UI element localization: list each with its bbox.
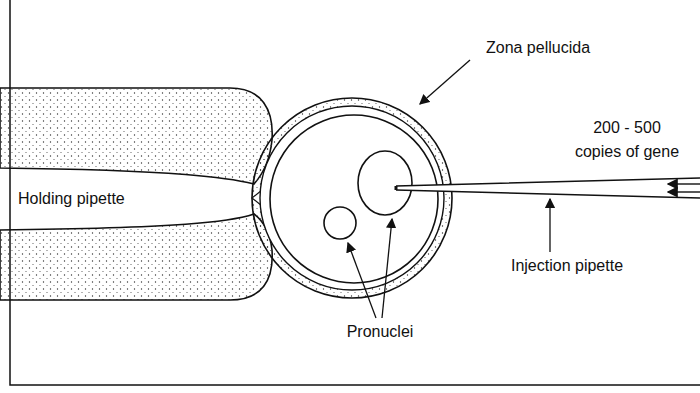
flow-arrow	[668, 183, 700, 184]
pipette-tip	[395, 186, 398, 190]
leader-line	[348, 243, 376, 318]
flow-arrow	[668, 191, 700, 192]
injection-pipette	[396, 178, 700, 198]
pronucleus	[324, 207, 356, 239]
leader-line	[382, 219, 392, 318]
zona-inner	[260, 106, 444, 290]
frame	[10, 0, 700, 385]
injection-pipette-fill	[396, 178, 700, 198]
pipette-wall	[0, 88, 272, 184]
holding-pipette: Holding pipette	[18, 188, 125, 210]
callout-label: Injection pipette	[492, 254, 642, 278]
pronucleus	[358, 151, 412, 215]
leader-line	[420, 60, 470, 104]
callout-label: 200 - 500 copies of gene	[568, 116, 686, 164]
callout-label: Pronuclei	[330, 320, 430, 344]
leader-line	[549, 199, 550, 252]
callout-label: Zona pellucida	[474, 36, 602, 60]
node-label: Holding pipette	[18, 188, 125, 210]
zona-pellucida	[252, 98, 452, 298]
pipette-wall	[0, 214, 272, 300]
